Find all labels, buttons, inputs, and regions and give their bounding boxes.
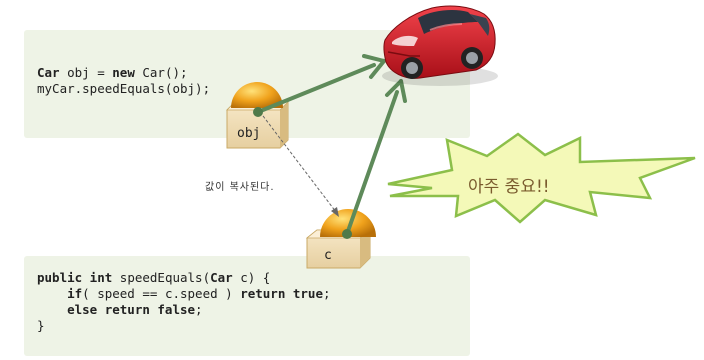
code-token: Car(); [134,65,188,80]
code-token: Car [210,270,233,285]
copy-note: 값이 복사된다. [205,182,275,193]
code-token: Car [37,65,60,80]
red-car-icon [382,5,498,86]
c-variable-label: c [324,248,332,263]
obj-reference-ball [231,82,283,108]
obj-variable-label: obj [237,126,261,141]
code-token: else return false [37,302,196,317]
code-token: speedEquals( [112,270,211,285]
c-reference-ball [320,209,376,237]
reference-arrow-c [342,79,407,239]
callout-text: 아주 중요!! [468,177,550,197]
code-line-4: } [37,318,45,333]
code-token: new [112,65,135,80]
code-token: ( speed == c.speed ) [82,286,241,301]
copy-arrow [259,111,339,217]
code-block-method: public int speedEquals(Car c) { if( spee… [24,256,470,356]
code-line-3: else return false; [37,302,203,317]
code-line-1: Car obj = new Car(); [37,65,188,80]
code-token: return true [240,286,323,301]
code-token: c) { [232,270,271,285]
important-callout-burst [387,132,696,224]
code-token: if [37,286,83,301]
c-variable-box [305,209,376,269]
code-line-2: if( speed == c.speed ) return true; [37,286,331,301]
code-line-2: myCar.speedEquals(obj); [37,81,211,96]
code-line-1: public int speedEquals(Car c) { [37,270,270,285]
reference-arrow-obj [253,54,386,117]
code-token: ; [323,286,331,301]
code-token: ; [195,302,203,317]
code-token: obj = [59,65,113,80]
code-token: public int [37,270,113,285]
